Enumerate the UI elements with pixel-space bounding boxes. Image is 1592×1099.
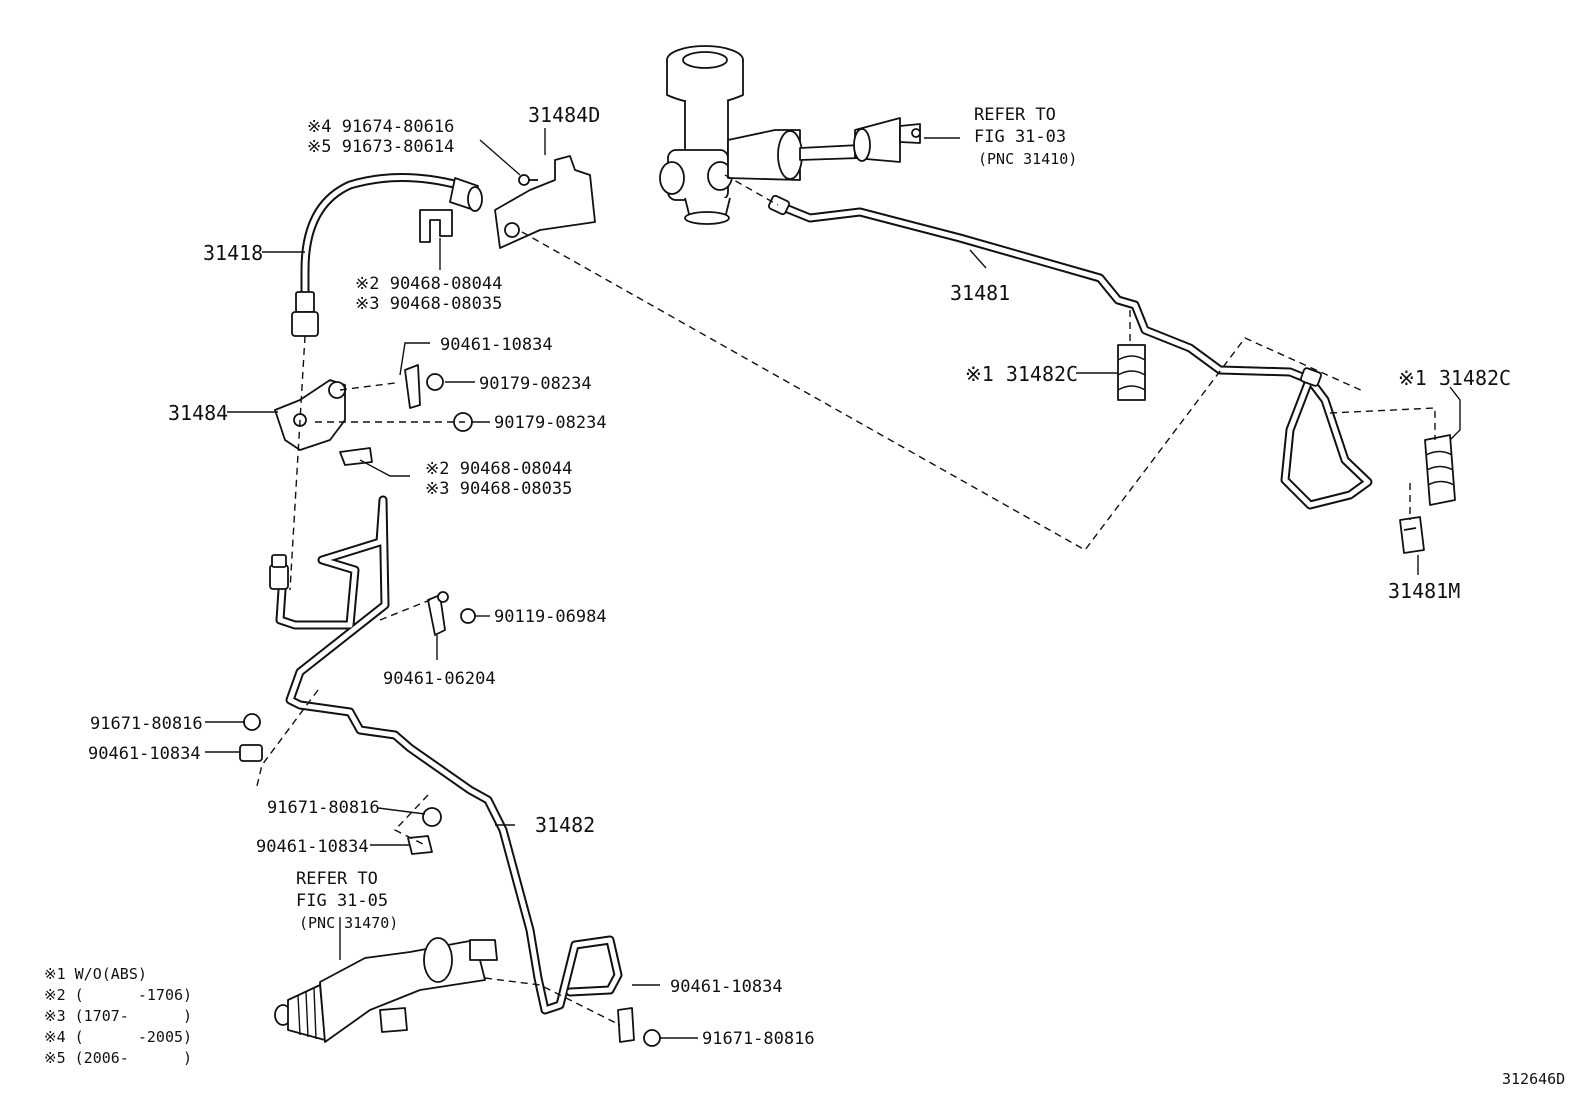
label-91674-80616: ※4 91674-80616 <box>307 117 454 137</box>
label-90461-06204: 90461-06204 <box>383 669 496 689</box>
legend: ※1 W/O(ABS) ※2 ( -1706) ※3 (1707- ) ※4 (… <box>44 965 192 1067</box>
small-parts-31482 <box>239 591 661 1047</box>
label-90461-10834-c: 90461-10834 <box>670 977 783 997</box>
legend-item-5: ※5 (2006- ) <box>44 1049 192 1067</box>
clamp-31482C-left <box>1117 344 1146 401</box>
legend-item-4: ※4 ( -2005) <box>44 1028 192 1046</box>
label-91671-80816-a: 91671-80816 <box>90 714 203 734</box>
label-31484D: 31484D <box>528 103 600 127</box>
label-90179-08234-a: 90179-08234 <box>479 374 592 394</box>
label-31418: 31418 <box>203 241 263 265</box>
label-90468-08044-b: ※2 90468-08044 <box>425 459 572 479</box>
hose-31418 <box>291 173 538 337</box>
ref-fig-31-05-line3: (PNC 31470) <box>299 914 398 932</box>
part-labels: REFER TO FIG 31-03 (PNC 31410) 31484D ※4… <box>88 103 1565 1088</box>
pipe-31482 <box>269 495 623 1015</box>
ref-fig-31-03-line1: REFER TO <box>974 105 1056 125</box>
label-90461-10834-b: 90461-10834 <box>256 837 369 857</box>
pipe-31481 <box>767 194 1373 510</box>
bracket-31484D <box>494 155 596 249</box>
figure-id: 312646D <box>1502 1070 1565 1088</box>
bracket-31484 <box>274 364 473 466</box>
label-90179-08234-b: 90179-08234 <box>494 413 607 433</box>
label-90468-08044-a: ※2 90468-08044 <box>355 274 502 294</box>
label-31481: 31481 <box>950 281 1010 305</box>
label-91671-80816-b: 91671-80816 <box>267 798 380 818</box>
legend-item-2: ※2 ( -1706) <box>44 986 192 1004</box>
ref-fig-31-05-line1: REFER TO <box>296 869 378 889</box>
leader-lines <box>205 128 1461 1039</box>
master-cylinder <box>659 45 921 225</box>
label-90461-10834-top: 90461-10834 <box>440 335 553 355</box>
legend-item-1: ※1 W/O(ABS) <box>44 965 147 983</box>
label-31482: 31482 <box>535 813 595 837</box>
label-90461-10834-a: 90461-10834 <box>88 744 201 764</box>
ref-fig-31-05-line2: FIG 31-05 <box>296 891 388 911</box>
legend-item-3: ※3 (1707- ) <box>44 1007 192 1025</box>
slave-cylinder <box>274 937 498 1043</box>
label-31481M: 31481M <box>1388 579 1460 603</box>
dashed-reference-lines <box>255 174 1436 1026</box>
ref-fig-31-03-line2: FIG 31-03 <box>974 127 1066 147</box>
clip-31481M <box>1399 516 1425 554</box>
label-90119-06984: 90119-06984 <box>494 607 607 627</box>
clamp-31482C-right <box>1424 434 1456 506</box>
label-31484: 31484 <box>168 401 228 425</box>
label-91673-80614: ※5 91673-80614 <box>307 137 454 157</box>
label-31482C-left: ※1 31482C <box>965 362 1078 386</box>
label-91671-80816-c: 91671-80816 <box>702 1029 815 1049</box>
ref-fig-31-03-line3: (PNC 31410) <box>978 150 1077 168</box>
label-31482C-right: ※1 31482C <box>1398 366 1511 390</box>
label-90468-08035-b: ※3 90468-08035 <box>425 479 572 499</box>
label-90468-08035-a: ※3 90468-08035 <box>355 294 502 314</box>
